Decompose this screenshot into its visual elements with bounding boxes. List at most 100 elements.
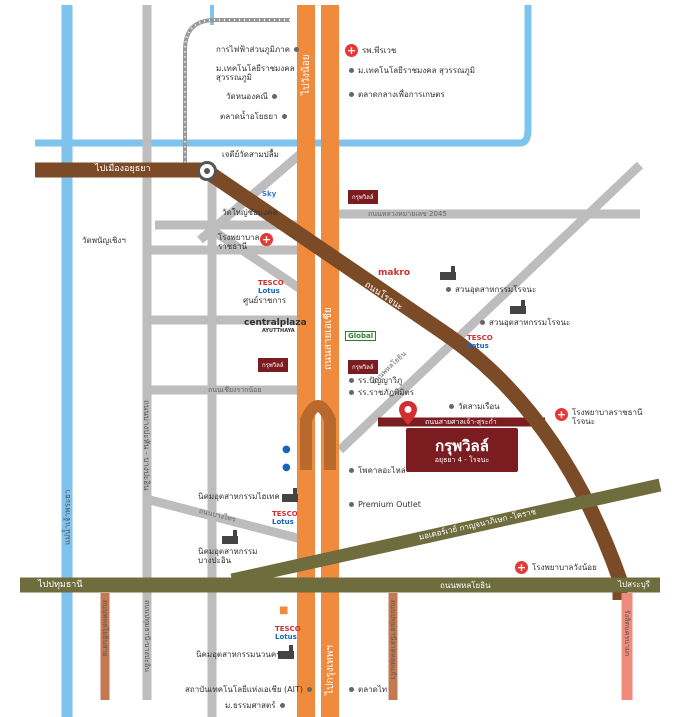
bullet-icon — [349, 68, 354, 73]
place-wat-samruan: วัดสามเรือน — [445, 402, 500, 411]
river-pasak-top — [35, 5, 532, 147]
label-road-2045: ถนนหลวงหมายเลข 2045 — [368, 210, 447, 218]
label-phahon-road: ถนนพหลโยธิน — [440, 581, 491, 590]
place-rojana-estate-1: สวนอุตสาหกรรมโรจนะ — [442, 285, 536, 294]
bullet-icon — [349, 687, 354, 692]
map-pin-icon — [399, 401, 417, 425]
label-left-vertical: ถนนบางปะหัน - บางปะอิน — [142, 400, 151, 491]
brand-tesco-1: TESCO — [258, 279, 284, 287]
place-phakalo: โพคาลอะไหล่ — [345, 466, 406, 475]
gas-station-icon-2: ● — [282, 462, 291, 473]
brand-lotus-2: Lotus — [467, 342, 489, 350]
label-bottom-road-1: ถนนพหลโยธินสาย — [101, 600, 109, 657]
label-river: แม่น้ำเจ้าพระยา — [63, 489, 72, 545]
place-talad-nam: ตลาดน้ำอโยธยา — [220, 112, 291, 121]
label-to-bangkok: ไปกรุงเทพฯ — [325, 645, 336, 695]
label-bottom-road-4: รังสิตนครนายก — [623, 610, 631, 657]
label-to-saraburi: ไปสระบุรี — [618, 580, 650, 589]
place-wat-yai: วัดใหญ่ชัยมงคล — [222, 208, 278, 217]
place-wat-nongkhon: วัดหนองคณี — [226, 92, 281, 101]
brand-sky: Sky — [262, 190, 277, 198]
interchange-loop — [300, 400, 336, 470]
place-school-panyawit: รร.ปัญญาวิภู — [345, 376, 402, 385]
bullet-icon — [449, 404, 454, 409]
hospital-cross-icon: + — [345, 44, 358, 57]
brand-lotus-3: Lotus — [272, 518, 294, 526]
brand-tesco-3: TESCO — [272, 510, 298, 518]
label-bottom-road-2: ถนนปทุมธานี-บางปะอิน — [143, 600, 151, 672]
badge-pruk-left: กรุพวิลล์ — [258, 358, 288, 372]
gas-station-icon-3: ■ — [279, 605, 289, 616]
bullet-icon — [279, 703, 285, 708]
factory-icon — [282, 488, 298, 502]
hospital-cross-icon: + — [260, 233, 273, 246]
place-school-ratchathani: รร.ราชภัฏพิมิตร — [345, 388, 414, 397]
project-sub: อยุธยา 4 - โรจนะ — [434, 456, 490, 464]
factory-icon — [278, 645, 294, 659]
place-hosp-pharwet: รพ.พีรเวช — [362, 46, 397, 55]
road-motorway — [230, 478, 662, 587]
railway-ties — [184, 19, 290, 170]
place-hi-tech: นิคมอุตสาหกรรมไฮเทค — [198, 492, 280, 501]
badge-pruk-top: กรุพวิลล์ — [348, 190, 378, 204]
brand-lotus-1: Lotus — [258, 287, 280, 295]
bullet-icon — [349, 468, 354, 473]
bullet-icon — [349, 92, 354, 97]
brand-central-sub: AYUTTHAYA — [262, 328, 295, 334]
brand-tesco-4: TESCO — [275, 625, 301, 633]
brand-global: Global — [345, 331, 377, 341]
factory-icon — [510, 300, 526, 314]
place-nawanakorn: นิคมอุตสาหกรรมนวนคร — [196, 650, 281, 659]
bullet-icon — [349, 502, 354, 507]
place-hosp-ratchathani: โรงพยาบาลราชธานี — [218, 233, 260, 252]
place-agri-market: ตลาดกลางเพื่อการเกษตร — [345, 90, 445, 99]
project-name: กรุพวิลล์ — [435, 437, 489, 455]
road-upper-phahon — [336, 161, 644, 454]
place-chedi: เจดีย์วัดสามปลื้ม — [222, 150, 279, 159]
brand-makro: makro — [378, 268, 411, 278]
place-thammasat: ม.ธรรมศาสตร์ — [225, 701, 289, 710]
place-wat-phanan: วัดพนัญเชิงฯ — [82, 236, 126, 245]
place-premium-outlet: Premium Outlet — [345, 500, 421, 509]
label-bottom-road-3: ถนนปทุมธานีลาดหลุมแก้ว — [389, 600, 397, 680]
bullet-icon — [480, 320, 485, 325]
bullet-icon — [446, 287, 451, 292]
interchange-ring-icon — [197, 161, 217, 181]
brand-lotus-4: Lotus — [275, 633, 297, 641]
place-rmutsb-1: ม.เทคโนโลยีราชมงคล สุวรรณภูมิ — [216, 64, 295, 83]
label-to-wangnoi: ไปวังน้อย — [301, 54, 312, 95]
bullet-icon — [293, 47, 299, 52]
hospital-cross-icon: + — [515, 561, 528, 574]
brand-tesco-2: TESCO — [467, 334, 493, 342]
bullet-icon — [281, 114, 287, 119]
hospital-cross-icon: + — [555, 408, 568, 421]
road-bangpa-in-diag — [148, 495, 307, 545]
place-rmutsb-2: ม.เทคโนโลยีราชมงคล สุวรรณภูมิ — [345, 66, 475, 75]
place-pea: การไฟฟ้าส่วนภูมิภาค — [216, 45, 303, 54]
factory-icon — [440, 266, 456, 280]
road-diagonal-1 — [209, 226, 308, 296]
place-rojana-estate-2: สวนอุตสาหกรรมโรจนะ — [476, 318, 570, 327]
gas-station-icon: ● — [282, 444, 291, 455]
label-to-ayutthaya: ไปเมืองอยุธยา — [95, 164, 151, 174]
place-hosp-rojana: โรงพยาบาลราชธานี โรจนะ — [572, 408, 643, 427]
bullet-icon — [349, 390, 354, 395]
label-asian-highway: ถนนสายเอเชีย — [323, 307, 334, 370]
place-hosp-wangnoi: โรงพยาบาลวังน้อย — [532, 563, 597, 572]
brand-central: centralplaza — [244, 318, 307, 328]
badge-pruk-mid: กรุพวิลล์ — [348, 360, 378, 374]
road-rojana — [35, 162, 628, 600]
label-to-pathum: ไปปทุมธานี — [38, 580, 83, 590]
bullet-icon — [271, 94, 277, 99]
label-chiang-rak: ถนนเชียงรากน้อย — [208, 386, 262, 394]
project-label-box[interactable]: กรุพวิลล์ อยุธยา 4 - โรจนะ — [406, 428, 518, 472]
factory-icon — [222, 530, 238, 544]
bullet-icon — [349, 378, 354, 383]
bullet-icon — [307, 687, 313, 692]
place-hall: ศูนย์ราชการ — [243, 296, 287, 305]
place-bangpa-in-estate: นิคมอุตสาหกรรมบางปะอิน — [198, 547, 258, 566]
place-ait: สถาบันเทคโนโลยีแห่งเอเชีย (AIT) — [185, 685, 316, 694]
place-talad-thai: ตลาดไท — [345, 685, 387, 694]
